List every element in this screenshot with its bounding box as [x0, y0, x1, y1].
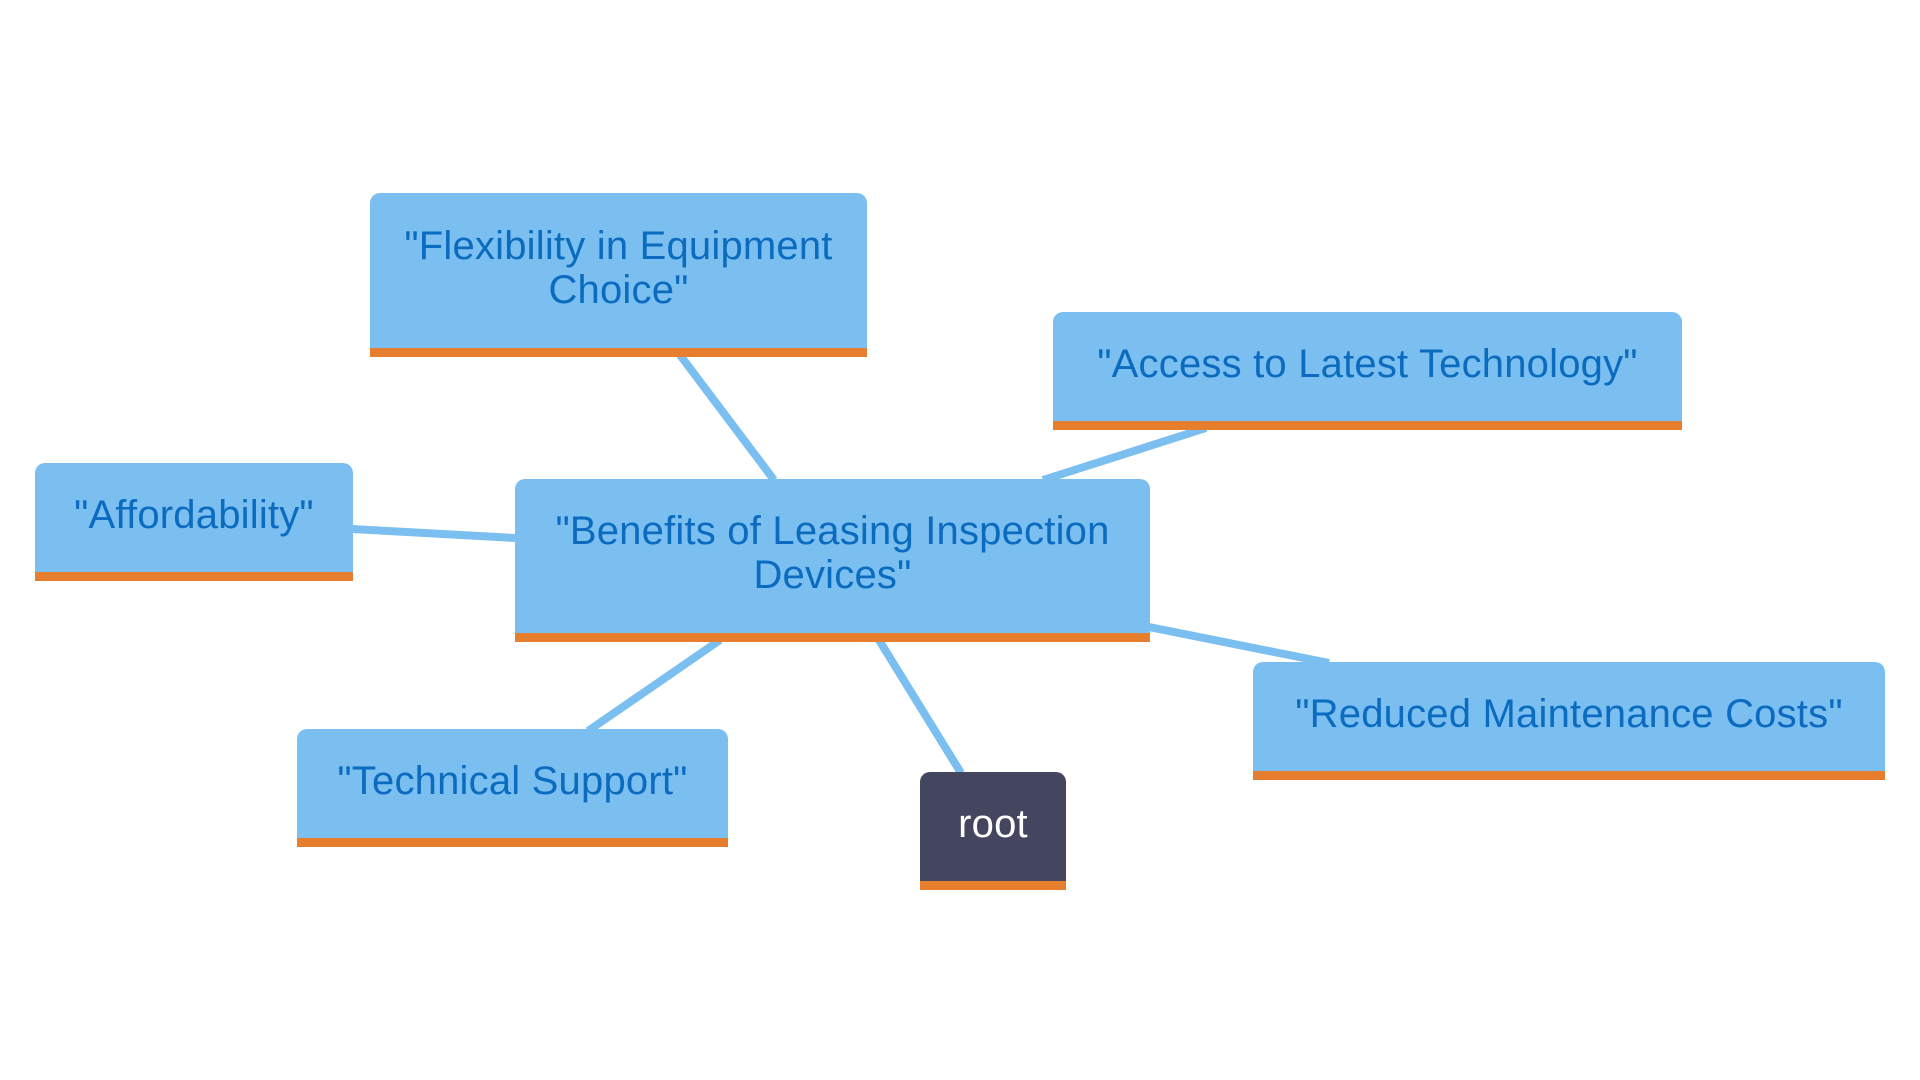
node-label: "Access to Latest Technology" — [1097, 341, 1638, 386]
node-label: "Flexibility in Equipment Choice" — [404, 223, 833, 312]
node-label: "Technical Support" — [337, 758, 688, 803]
node-label: "Affordability" — [74, 492, 314, 537]
edge-benefits-reduced — [1148, 623, 1330, 667]
edge-benefits-technical — [585, 636, 723, 735]
edge-benefits-root — [875, 637, 965, 776]
edge-benefits-flexibility — [676, 352, 778, 483]
node-label: "Benefits of Leasing Inspection Devices" — [555, 509, 1110, 597]
node-access[interactable]: "Access to Latest Technology" — [1053, 312, 1682, 430]
node-affordability[interactable]: "Affordability" — [35, 463, 353, 581]
edge-benefits-affordability — [351, 525, 516, 542]
node-label: root — [958, 801, 1028, 846]
node-root[interactable]: root — [920, 772, 1066, 890]
node-reduced[interactable]: "Reduced Maintenance Costs" — [1253, 662, 1885, 780]
node-technical[interactable]: "Technical Support" — [297, 729, 728, 847]
node-benefits-center[interactable]: "Benefits of Leasing Inspection Devices" — [515, 479, 1150, 642]
node-flexibility[interactable]: "Flexibility in Equipment Choice" — [370, 193, 867, 357]
edge-benefits-access — [1041, 424, 1208, 484]
node-label: "Reduced Maintenance Costs" — [1295, 691, 1843, 736]
